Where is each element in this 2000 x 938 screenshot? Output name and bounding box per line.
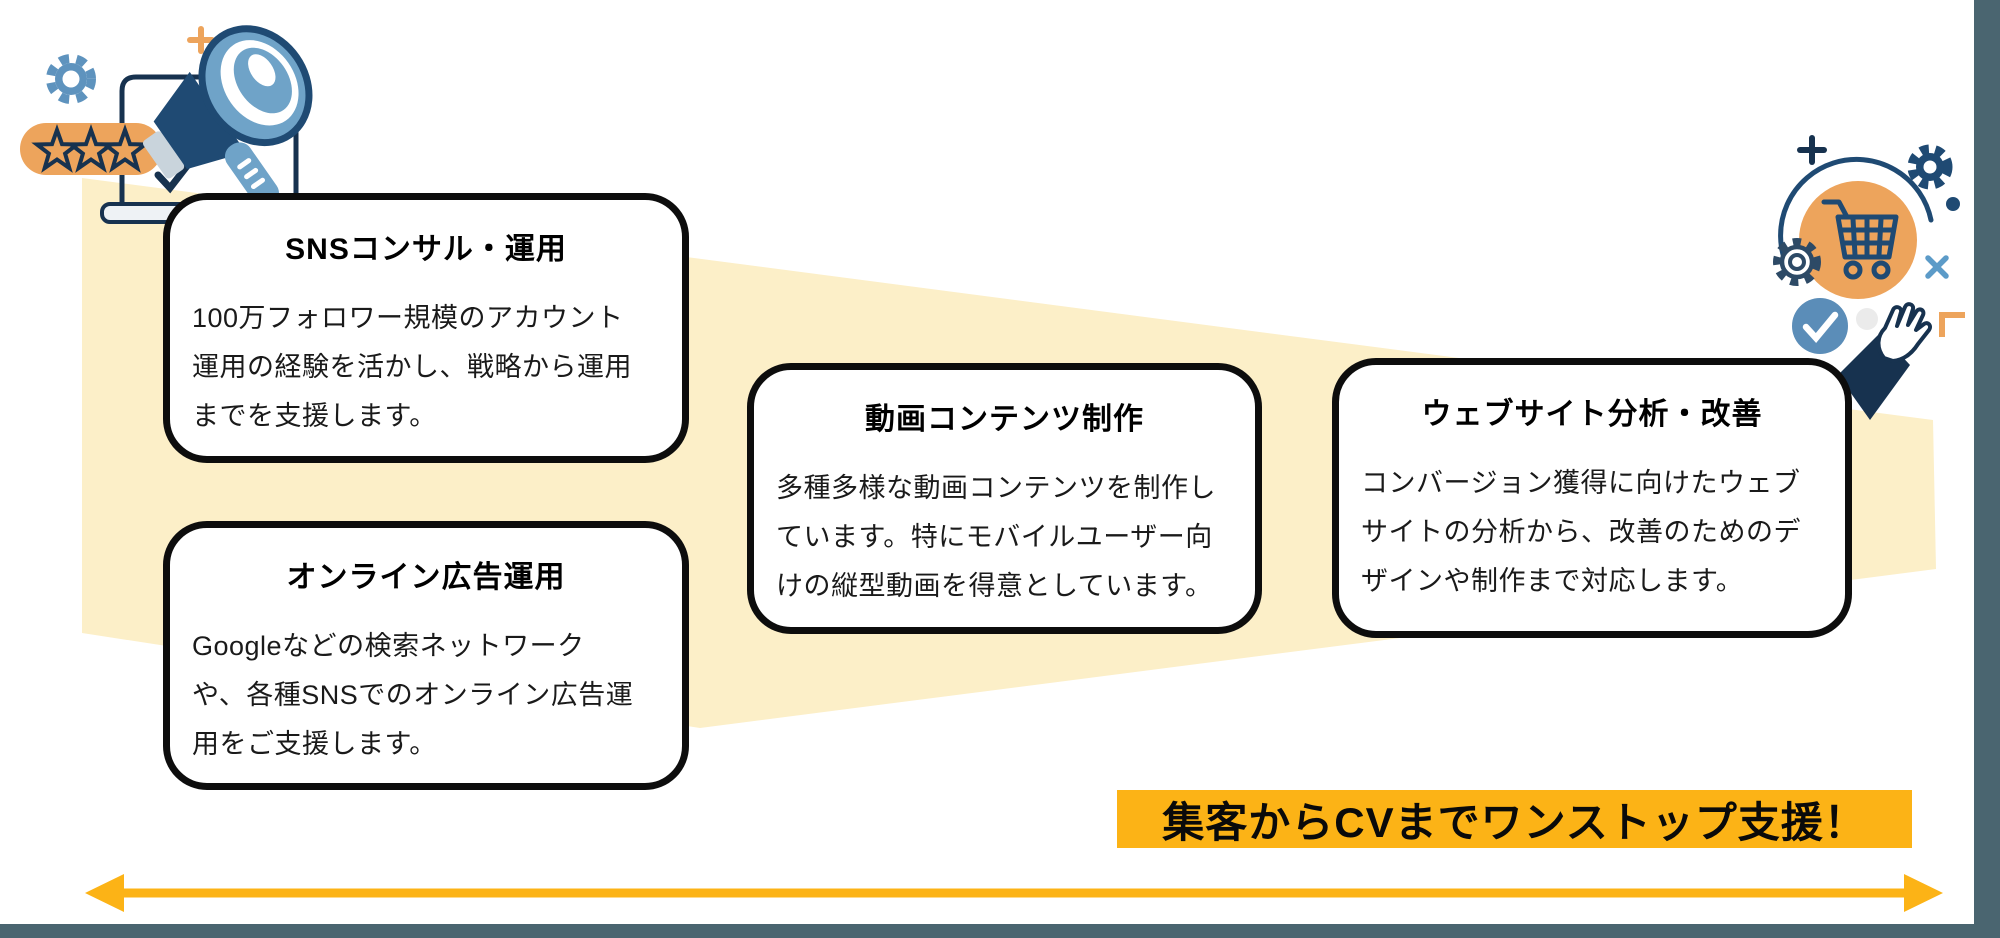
card-body-line: 用をご支援します。 [192,729,437,759]
card-body: Googleなどの検索ネットワーク や、各種SNSでのオンライン広告運 用をご支… [170,622,682,769]
arrowhead-right [1904,874,1943,912]
dot-gray [1856,308,1878,330]
gear-icon [1907,144,1953,190]
card-body-line: までを支援します。 [192,401,437,431]
card-body: コンバージョン獲得に向けたウェブ サイトの分析から、改善のためのデ ザインや制作… [1339,459,1845,606]
card-sns-consulting: SNSコンサル・運用 100万フォロワー規模のアカウント 運用の経験を活かし、戦… [163,193,689,463]
megaphone-icon [142,25,313,208]
card-body-line: Googleなどの検索ネットワーク [192,631,585,661]
card-body: 多種多様な動画コンテンツを制作し ています。特にモバイルユーザー向 けの縦型動画… [754,464,1255,611]
plus-icon [187,26,215,54]
card-body-line: や、各種SNSでのオンライン広告運 [192,680,634,710]
card-body-line: ザインや制作まで対応します。 [1361,566,1744,596]
card-website-analysis: ウェブサイト分析・改善 コンバージョン獲得に向けたウェブ サイトの分析から、改善… [1332,358,1852,638]
waving-hand-icon [1838,302,1933,420]
check-circle-icon [1792,298,1848,354]
card-body-line: 運用の経験を活かし、戦略から運用 [192,352,632,382]
onestop-banner-text: 集客からCVまでワンストップ支援！ [1162,798,1867,846]
card-body-line: けの縦型動画を得意としています。 [776,571,1213,601]
onestop-banner: 集客からCVまでワンストップ支援！ [1117,790,1912,848]
card-video-content: 動画コンテンツ制作 多種多様な動画コンテンツを制作し ています。特にモバイルユー… [747,363,1262,634]
x-icon [1925,255,1949,279]
bottom-edge-band [0,924,1974,938]
marketing-illustration [20,25,313,224]
arc-icon [1778,156,1934,269]
gear-outline-icon [1773,238,1821,286]
card-body-line: サイトの分析から、改善のためのデ [1361,517,1801,547]
card-online-ads: オンライン広告運用 Googleなどの検索ネットワーク や、各種SNSでのオンラ… [163,521,689,790]
conversion-illustration [1773,135,1965,420]
card-body-line: 100万フォロワー規模のアカウント [192,303,624,333]
card-title: 動画コンテンツ制作 [865,403,1144,436]
card-body-line: 多種多様な動画コンテンツを制作し [776,473,1216,503]
card-title: SNSコンサル・運用 [285,233,567,266]
gear-icon [46,54,96,104]
star-rating-pill [20,123,162,175]
card-body: 100万フォロワー規模のアカウント 運用の経験を活かし、戦略から運用 までを支援… [170,294,682,441]
star-icon [99,124,151,173]
card-body-line: ています。特にモバイルユーザー向 [776,522,1213,552]
dot-icon [1946,197,1960,211]
right-edge-band [1974,0,2000,938]
plus-icon [1797,135,1827,165]
corner-bracket-icon [1939,312,1965,337]
shopping-cart-icon [1821,199,1899,280]
card-title: ウェブサイト分析・改善 [1421,398,1763,431]
card-title: オンライン広告運用 [286,561,566,594]
card-body-line: コンバージョン獲得に向けたウェブ [1361,468,1801,498]
arrowhead-left [85,874,124,912]
